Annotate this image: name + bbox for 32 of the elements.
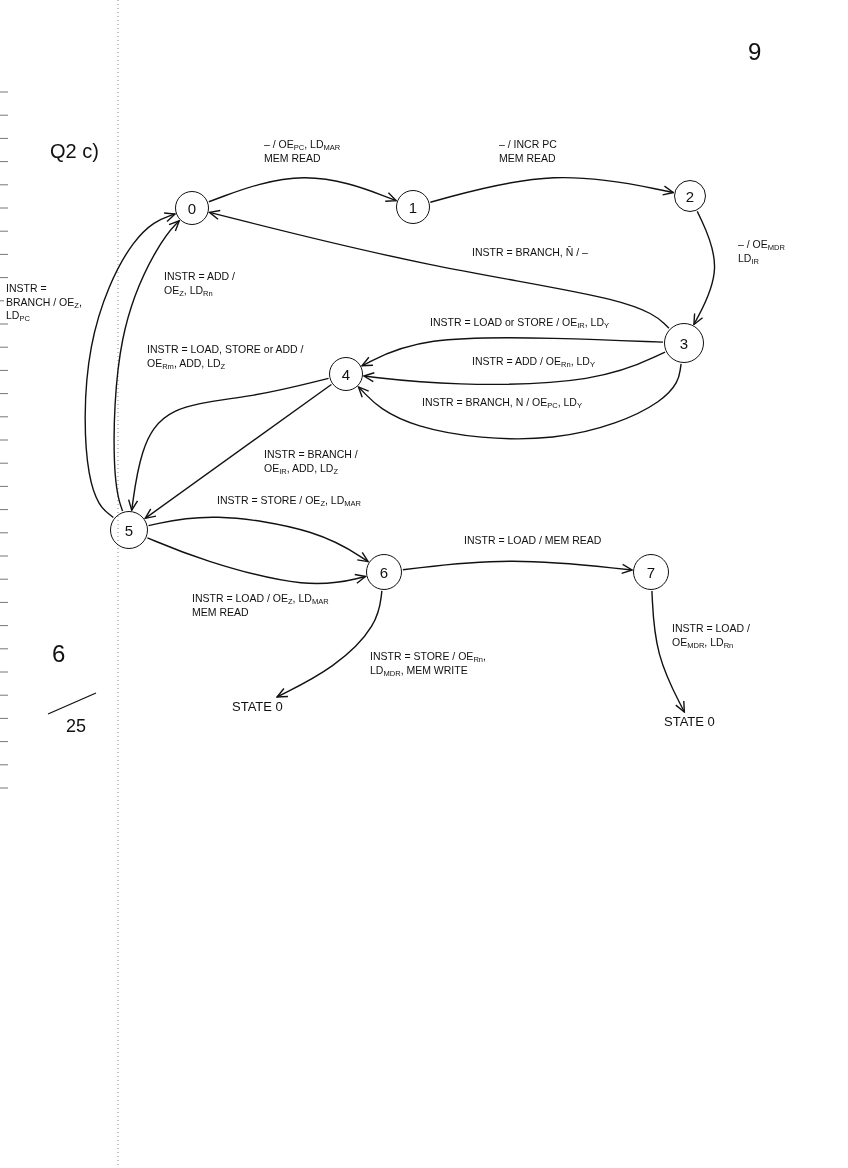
- question-label: Q2 c): [50, 141, 99, 161]
- edge-label: INSTR = BRANCH / OE$_{Z}$, LD$_{PC}$: [4, 282, 84, 323]
- transition-arrow: [146, 537, 367, 585]
- transition-arrow: [363, 351, 666, 385]
- state-number: 0: [187, 200, 197, 216]
- score-total: 25: [66, 717, 87, 735]
- state-label: STATE 0: [232, 699, 283, 715]
- transition-arrow: [361, 336, 664, 367]
- transition-arrow: [208, 209, 670, 329]
- transition-arrow: [357, 363, 682, 440]
- score-value: 6: [52, 642, 66, 666]
- transition-arrow: [429, 176, 675, 203]
- state-label: STATE 0: [664, 714, 715, 730]
- transition-arrow: [208, 177, 397, 203]
- state-number: 5: [124, 522, 134, 538]
- state-number: 3: [679, 335, 689, 351]
- transition-arrow: [144, 383, 333, 520]
- transition-arrow: [651, 590, 686, 713]
- state-number: 4: [341, 366, 351, 382]
- state-number: 6: [379, 564, 389, 580]
- state-circle: [110, 511, 148, 549]
- state-number: 2: [685, 188, 695, 204]
- transition-arrow: [402, 560, 633, 575]
- transition-arrow: [693, 210, 716, 326]
- transition-arrow: [84, 212, 176, 519]
- transition-arrow: [276, 590, 383, 698]
- state-number: 1: [408, 199, 418, 215]
- transition-arrow: [147, 516, 369, 563]
- page-number: 9: [748, 40, 762, 64]
- state-number: 7: [646, 564, 656, 580]
- transition-arrow: [127, 377, 330, 511]
- transition-arrow: [113, 220, 180, 512]
